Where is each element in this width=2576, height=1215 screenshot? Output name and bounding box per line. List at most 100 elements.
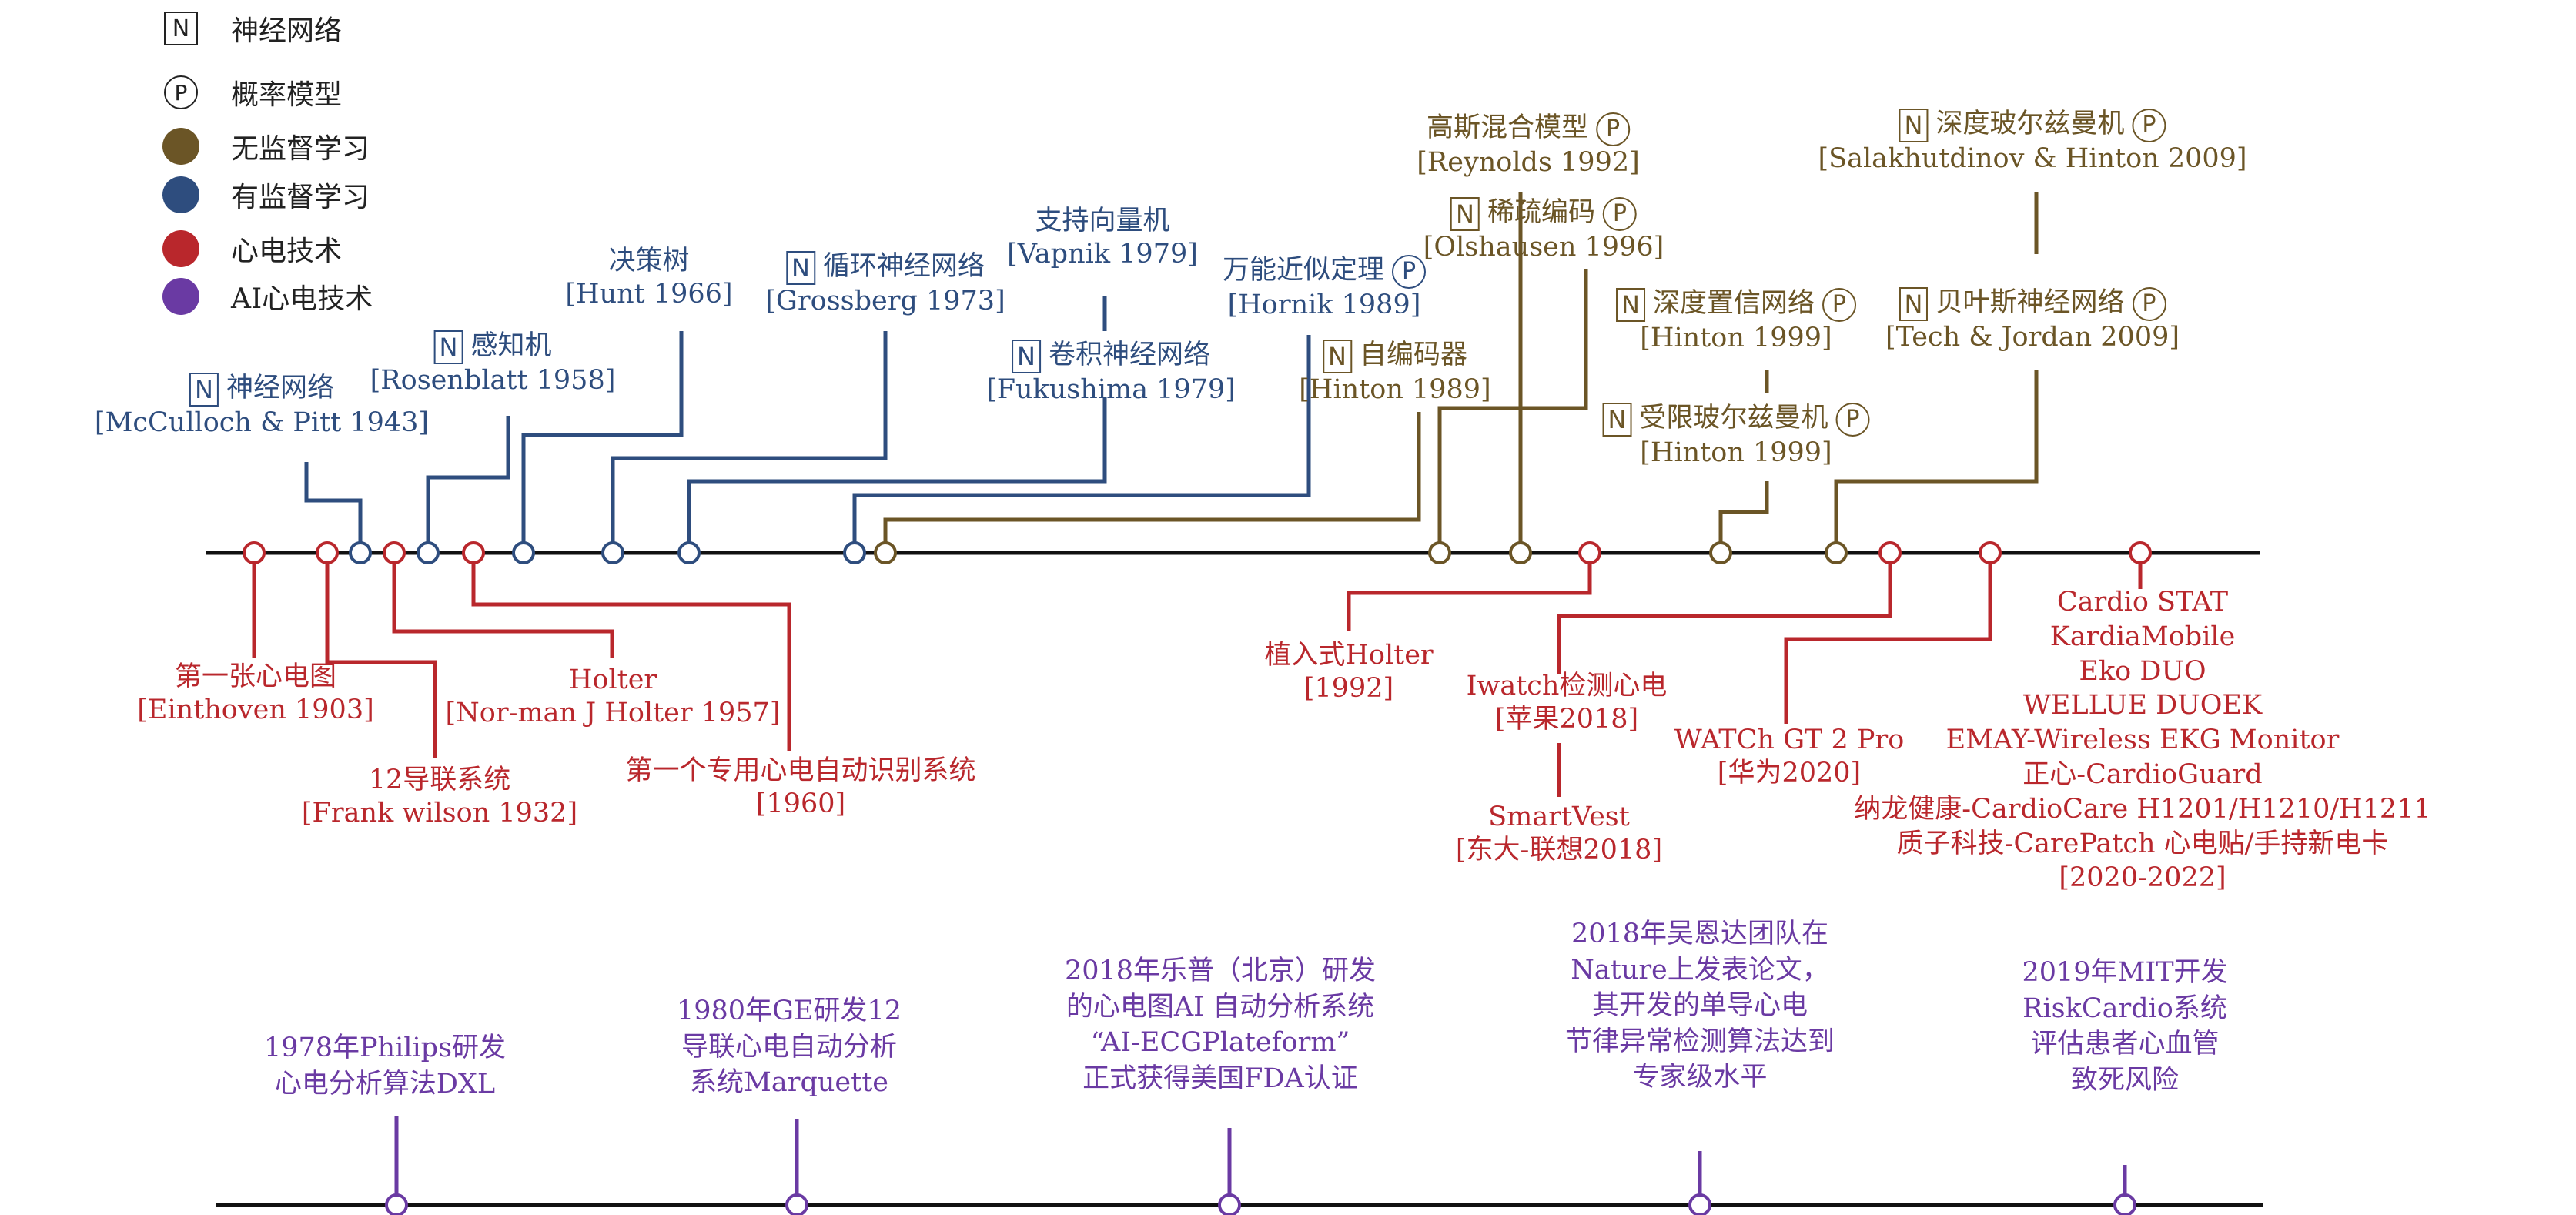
neural-network-icon: N xyxy=(786,250,815,285)
milestone-hornik-citation: [Hornik 1989] xyxy=(1227,289,1421,320)
timeline-node-top-13 xyxy=(1578,541,1601,564)
milestone-iwatch-citation: [苹果2018] xyxy=(1494,703,1639,735)
milestone-watch-citation: [华为2020] xyxy=(1717,757,1862,788)
connector-hunt xyxy=(521,331,684,553)
milestone-wilson-citation: [Frank wilson 1932] xyxy=(301,797,578,828)
milestone-holter-citation: [Nor-man J Holter 1957] xyxy=(445,697,781,728)
probability-model-icon: P xyxy=(2132,108,2166,142)
connector-mcculloch xyxy=(304,462,363,553)
probability-model-icon: P xyxy=(1822,287,1856,322)
milestone-hornik-title-text: 万能近似定理 xyxy=(1222,255,1385,286)
timeline-node-top-18 xyxy=(2129,541,2152,564)
timeline-node-top-2 xyxy=(349,541,372,564)
timeline-node-top-11 xyxy=(1428,541,1451,564)
milestone-holter: Holter[Nor-man J Holter 1957] xyxy=(446,664,781,729)
milestone-grossberg-citation: [Grossberg 1973] xyxy=(765,285,1005,316)
timeline-node-bottom-1 xyxy=(785,1193,808,1215)
milestone-reynolds-citation: [Reynolds 1992] xyxy=(1417,146,1640,178)
timeline-node-bottom-2 xyxy=(1218,1193,1241,1215)
milestone-devices-line: 正心-CardioGuard xyxy=(2022,758,2263,790)
ai-milestone-ge-line: 导联心电自动分析 xyxy=(681,1031,897,1063)
milestone-smartvest-title: SmartVest xyxy=(1488,802,1630,832)
connector-grossberg xyxy=(611,331,888,553)
timeline-node-top-6 xyxy=(512,541,535,564)
milestone-hunt-title-text: 决策树 xyxy=(608,246,690,276)
milestone-einthoven: 第一张心电图[Einthoven 1903] xyxy=(137,661,374,726)
milestone-watch: WATCh GT 2 Pro[华为2020] xyxy=(1674,724,1905,789)
milestone-implant: 植入式Holter[1992] xyxy=(1264,639,1433,705)
milestone-dbn-citation: [Hinton 1999] xyxy=(1640,322,1832,353)
milestone-devices-line: 质子科技-CarePatch 心电贴/手持新电卡 xyxy=(1896,828,2389,859)
legend-item: N 神经网络 xyxy=(162,9,342,48)
legend-symbol: N xyxy=(162,9,200,48)
probability-model-icon: P xyxy=(1392,254,1427,289)
milestone-devices-line: EMAY-Wireless EKG Monitor xyxy=(1945,725,2340,756)
legend-item: 心电技术 xyxy=(162,229,342,268)
milestone-vapnik-title-text: 支持向量机 xyxy=(1035,206,1170,236)
milestone-rbm-title-text: 受限玻尔兹曼机 xyxy=(1639,403,1828,433)
neural-network-icon: N xyxy=(164,12,198,45)
milestone-dbm-citation: [Salakhutdinov & Hinton 2009] xyxy=(1818,142,2247,174)
milestone-rosenblatt-citation: [Rosenblatt 1958] xyxy=(370,364,616,396)
legend-item: 有监督学习 xyxy=(162,176,370,214)
timeline-node-top-10 xyxy=(874,541,897,564)
connector-fukushima xyxy=(687,397,1107,553)
milestone-fukushima-citation: [Fukushima 1979] xyxy=(986,373,1236,405)
connector-hornik xyxy=(852,335,1311,553)
color-dot-icon xyxy=(162,128,199,165)
milestone-wilson-title: 12导联系统 xyxy=(368,765,511,795)
connector-hinton89 xyxy=(883,412,1421,553)
timeline-node-top-5 xyxy=(462,541,485,564)
ai-milestone-ng-line: 节律异常检测算法达到 xyxy=(1564,1026,1835,1057)
ai-milestone-philips: 1978年Philips研发心电分析算法DXL xyxy=(264,1030,506,1102)
milestone-hunt: 决策树[Hunt 1966] xyxy=(565,245,732,310)
neural-network-icon: N xyxy=(1323,339,1352,373)
milestone-bnn-citation: [Tech & Jordan 2009] xyxy=(1885,321,2180,353)
color-dot-icon xyxy=(162,278,199,315)
probability-model-icon: P xyxy=(2132,286,2166,321)
ai-milestone-philips-line: 心电分析算法DXL xyxy=(274,1068,496,1100)
connector-rbm xyxy=(1718,481,1769,553)
milestone-implant-citation: [1992] xyxy=(1303,672,1394,704)
ai-milestone-mit-line: 评估患者心血管 xyxy=(2030,1029,2220,1060)
ai-milestone-mit-line: 致死风险 xyxy=(2070,1064,2179,1096)
probability-model-icon: P xyxy=(1835,402,1870,437)
timeline-node-top-15 xyxy=(1825,541,1848,564)
milestone-hinton89-citation: [Hinton 1989] xyxy=(1299,373,1491,405)
legend-label: 概率模型 xyxy=(231,79,343,111)
milestone-wilson: 12导联系统[Frank wilson 1932] xyxy=(302,764,577,829)
milestone-devices-line: [2020-2022] xyxy=(2059,862,2226,894)
legend-label: 有监督学习 xyxy=(231,182,370,213)
neural-network-icon: N xyxy=(1012,339,1041,373)
legend-label: AI心电技术 xyxy=(231,283,373,315)
timeline-node-top-12 xyxy=(1509,541,1532,564)
ai-milestone-lepu-line: 正式获得美国FDA认证 xyxy=(1082,1063,1358,1094)
milestone-bnn-title-text: 贝叶斯神经网络 xyxy=(1935,287,2125,318)
timeline-node-top-4 xyxy=(417,541,440,564)
legend-label: 神经网络 xyxy=(231,15,343,47)
milestone-einthoven-citation: [Einthoven 1903] xyxy=(137,694,374,725)
ai-milestone-lepu: 2018年乐普（北京）研发的心电图AI 自动分析系统“AI-ECGPlatefo… xyxy=(1065,953,1376,1096)
milestone-smartvest: SmartVest[东大-联想2018] xyxy=(1456,801,1662,866)
milestone-reynolds-title-text: 高斯混合模型 xyxy=(1426,112,1588,143)
milestone-vapnik-citation: [Vapnik 1979] xyxy=(1007,238,1198,269)
milestone-hunt-citation: [Hunt 1966] xyxy=(565,278,733,310)
milestone-devices-line: Eko DUO xyxy=(2079,655,2206,687)
legend-symbol xyxy=(162,277,200,316)
milestone-watch-title: WATCh GT 2 Pro xyxy=(1674,725,1905,755)
connector-holter xyxy=(392,553,614,658)
ai-milestone-ng-line: 2018年吴恩达团队在 xyxy=(1571,919,1829,949)
milestone-implant-title: 植入式Holter xyxy=(1264,640,1434,671)
timeline-node-top-7 xyxy=(601,541,624,564)
